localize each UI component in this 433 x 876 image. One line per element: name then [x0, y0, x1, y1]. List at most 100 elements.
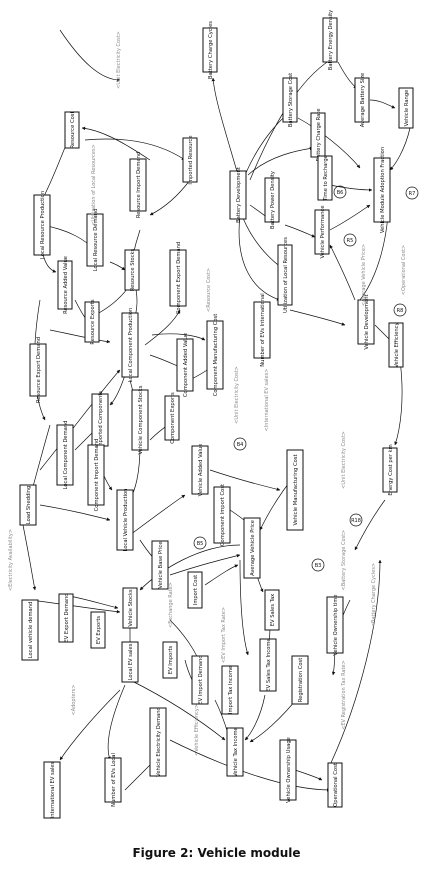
- svg-text:EV Export Demand: EV Export Demand: [64, 593, 70, 642]
- box-energy-cost-per-km: Energy Cost per km: [382, 444, 398, 496]
- shadow-unit-electricity-cost-top: <Unit Electricity Cost>: [116, 31, 122, 89]
- box-ev-imports: EV Imports: [162, 641, 178, 679]
- box-ev-sales-tax-income: EV Sales Tax Income: [259, 638, 277, 692]
- box-vehicle-electricity-demand: Vehicle Electricity Demand: [149, 707, 167, 777]
- svg-text:Imported Components: Imported Components: [98, 391, 104, 449]
- svg-text:B5: B5: [197, 541, 204, 547]
- shadow-ev-import-tax-rate: <EV Import Tax Rate>: [221, 607, 227, 663]
- box-load-shedding: Load Shedding: [19, 484, 37, 526]
- svg-text:B4: B4: [237, 442, 244, 448]
- svg-text:Vehicle Tax Income: Vehicle Tax Income: [233, 727, 239, 777]
- svg-text:Import Tax Income: Import Tax Income: [228, 666, 234, 714]
- svg-text:R18: R18: [351, 518, 361, 524]
- box-ev-import-demand: EV Import Demand: [191, 655, 209, 705]
- box-imported-components: Imported Components: [91, 391, 109, 449]
- loop-b3: B3: [311, 558, 325, 572]
- box-import-tax-income: Import Tax Income: [221, 665, 239, 715]
- box-local-vehicle-production: Local Vehicle Production: [116, 489, 134, 552]
- box-imported-resource: Imported Resource: [182, 135, 198, 185]
- svg-text:Local Vehicle Production: Local Vehicle Production: [123, 489, 129, 552]
- svg-text:Component Exports: Component Exports: [170, 392, 176, 444]
- svg-text:Local Component Production: Local Component Production: [128, 308, 134, 382]
- shadow-vehicle-efficiency: <Vehicle Efficiency>: [194, 704, 200, 756]
- loop-b6: B6: [333, 185, 347, 199]
- svg-text:Imported Resource: Imported Resource: [188, 135, 194, 184]
- svg-text:Component Import Cost: Component Import Cost: [220, 484, 226, 546]
- shadow-battery-storage-cost: <Battery Storage Cost>: [341, 530, 347, 591]
- box-ev-sales-tax: EV Sales Tax: [264, 589, 280, 631]
- svg-text:Operational Cost: Operational Cost: [333, 763, 339, 807]
- svg-text:Battery Power Density: Battery Power Density: [270, 171, 276, 229]
- svg-text:Battery Energy Density: Battery Energy Density: [328, 10, 334, 70]
- shadow-adopters: <Adopters>: [71, 685, 77, 716]
- box-vehicle-base-price: Vehicle Base Price: [151, 540, 169, 590]
- box-resource-export-demand: Resource Export Demand: [29, 337, 47, 403]
- box-resource-exports: Resource Exports: [84, 299, 100, 345]
- svg-text:Vehicle Module Adoption Fracti: Vehicle Module Adoption Fraction: [380, 147, 386, 233]
- box-resource-added-value: Resource Added Value: [57, 256, 73, 314]
- svg-text:Vehicle Stocks: Vehicle Stocks: [128, 589, 134, 627]
- box-component-added-value: Component Added Value: [176, 333, 194, 397]
- svg-text:Vehicle Efficiency: Vehicle Efficiency: [394, 322, 400, 367]
- svg-text:R7: R7: [409, 191, 416, 197]
- box-component-exports: Component Exports: [164, 392, 180, 444]
- shadow-average-vehicle-price: <Average Vehicle Price>: [361, 244, 367, 306]
- svg-text:Component Manufacturing Cost: Component Manufacturing Cost: [213, 314, 219, 397]
- svg-text:Vehicle Range: Vehicle Range: [404, 90, 410, 127]
- svg-text:Local EV sales: Local EV sales: [128, 643, 134, 680]
- box-vehicle-ownership-usage: Vehicle Ownership Usage: [279, 737, 297, 803]
- svg-text:Component Import Demand: Component Import Demand: [94, 439, 100, 512]
- svg-text:Load Shedding: Load Shedding: [26, 486, 32, 524]
- svg-text:Vehicle Manufacturing Cost: Vehicle Manufacturing Cost: [293, 455, 299, 526]
- box-vehicle-added-value: Vehicle Added Value: [191, 444, 209, 496]
- box-resource-import-demand: Resource Import Demand: [129, 152, 147, 218]
- svg-text:Utilization of Local Resources: Utilization of Local Resources: [283, 237, 289, 313]
- shadow-utilization-of-local-resources: <Utilization of Local Resources>: [91, 144, 97, 226]
- box-vehicle-stocks: Vehicle Stocks: [122, 587, 138, 629]
- box-local-ev-sales: Local EV sales: [121, 641, 139, 683]
- box-battery-charge-cycles: Battery Charge Cycles: [202, 21, 218, 79]
- svg-text:Vehicle Component Stocks: Vehicle Component Stocks: [138, 385, 144, 454]
- svg-text:Import Cost: Import Cost: [193, 575, 199, 605]
- svg-text:Component Export Demand: Component Export Demand: [176, 242, 182, 314]
- box-vehicle-performance: Vehicle Performance: [314, 205, 330, 259]
- box-resource-stocks: Resource Stocks: [124, 248, 140, 291]
- box-local-vehicle-demand: Local vehicle demand: [21, 599, 39, 661]
- svg-text:Local Component Demand: Local Component Demand: [63, 421, 69, 490]
- svg-text:Local Resource Production: Local Resource Production: [40, 191, 46, 259]
- svg-text:Energy Cost per km: Energy Cost per km: [388, 444, 394, 495]
- svg-text:Time to Recharge: Time to Recharge: [323, 155, 329, 202]
- box-utilization-of-local-resources: Utilization of Local Resources: [277, 237, 293, 313]
- box-number-of-evs-international: Number of EVs International: [253, 293, 271, 367]
- figure-caption: Figure 2: Vehicle module: [132, 846, 301, 860]
- svg-text:Resource Exports: Resource Exports: [90, 299, 96, 344]
- box-vehicle-efficiency: Vehicle Efficiency: [388, 322, 404, 368]
- svg-text:Vehicle Development: Vehicle Development: [364, 294, 370, 349]
- svg-text:Average Battery Size: Average Battery Size: [360, 73, 366, 127]
- svg-text:EV Imports: EV Imports: [168, 646, 174, 675]
- box-battery-charge-rate: Battery Charge Rate: [310, 108, 326, 162]
- box-time-to-recharge: Time to Recharge: [317, 155, 333, 202]
- svg-text:Resource Export Demand: Resource Export Demand: [36, 337, 42, 403]
- box-battery-power-density: Battery Power Density: [264, 171, 280, 229]
- box-component-import-demand: Component Import Demand: [87, 439, 105, 512]
- box-battery-development: Battery Development: [229, 167, 247, 223]
- box-registration-cost: Registration Cost: [291, 655, 309, 705]
- svg-text:Vehicle Ownership Usage: Vehicle Ownership Usage: [286, 737, 292, 803]
- shadow-unit-electricity-cost-right: <Unit Electricity Cost>: [341, 431, 347, 489]
- box-vehicle-manufacturing-cost: Vehicle Manufacturing Cost: [286, 449, 304, 531]
- box-vehicle-tax-income: Vehicle Tax Income: [226, 727, 244, 777]
- svg-text:International EV sales: International EV sales: [50, 761, 56, 818]
- box-local-resource-production: Local Resource Production: [33, 191, 51, 259]
- box-battery-energy-density: Battery Energy Density: [322, 10, 338, 70]
- box-vehicle-component-stocks: Vehicle Component Stocks: [131, 385, 149, 455]
- svg-text:Resource Stocks: Resource Stocks: [130, 248, 136, 291]
- svg-text:Number of EVs Local: Number of EVs Local: [111, 753, 117, 807]
- svg-text:EV Sales Tax Income: EV Sales Tax Income: [266, 638, 272, 691]
- svg-text:Local vehicle demand: Local vehicle demand: [28, 602, 34, 659]
- box-vehicle-module-adoption-fraction: Vehicle Module Adoption Fraction: [373, 147, 391, 233]
- box-number-of-evs-local: Number of EVs Local: [104, 753, 122, 807]
- svg-text:Resource Added Value: Resource Added Value: [63, 256, 69, 314]
- box-vehicle-range: Vehicle Range: [398, 87, 414, 129]
- box-import-cost: Import Cost: [187, 571, 203, 609]
